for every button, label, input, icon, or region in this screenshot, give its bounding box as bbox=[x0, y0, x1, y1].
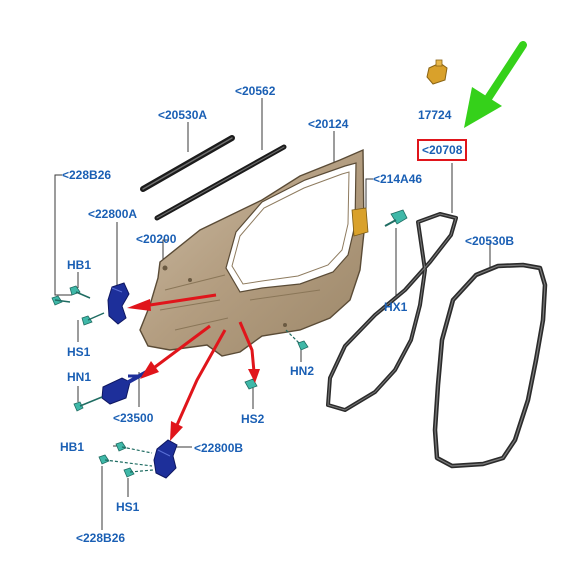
bolt-icon bbox=[51, 285, 105, 326]
label-228b26-bottom[interactable]: <228B26 bbox=[76, 531, 126, 545]
label-20530b[interactable]: <20530B bbox=[465, 234, 515, 248]
weatherstrip-seal-icon bbox=[326, 212, 458, 412]
label-hn2[interactable]: HN2 bbox=[290, 364, 315, 378]
label-22800b[interactable]: <22800B bbox=[194, 441, 244, 455]
label-hx1[interactable]: HX1 bbox=[384, 300, 408, 314]
label-hn1[interactable]: HN1 bbox=[67, 370, 92, 384]
door-shell-icon bbox=[139, 148, 369, 357]
leader-lines bbox=[54, 98, 491, 530]
callout-arrows bbox=[149, 293, 256, 426]
label-hs1-bottom[interactable]: HS1 bbox=[116, 500, 140, 514]
label-17724[interactable]: 17724 bbox=[418, 108, 452, 122]
callout-arrowheads bbox=[127, 299, 260, 441]
pointer-arrow-icon bbox=[464, 41, 527, 128]
clip-icon bbox=[426, 59, 448, 85]
bolt-icon bbox=[384, 209, 408, 227]
label-hs1-top[interactable]: HS1 bbox=[67, 345, 91, 359]
bolt-icon bbox=[244, 378, 258, 390]
label-228b26-top[interactable]: <228B26 bbox=[62, 168, 112, 182]
label-20124[interactable]: <20124 bbox=[308, 117, 349, 131]
label-20530a[interactable]: <20530A bbox=[158, 108, 208, 122]
label-214a46[interactable]: <214A46 bbox=[373, 172, 423, 186]
label-hb1-bottom[interactable]: HB1 bbox=[60, 440, 85, 454]
label-23500[interactable]: <23500 bbox=[113, 411, 154, 425]
bolt-icon bbox=[73, 396, 103, 412]
label-20200[interactable]: <20200 bbox=[136, 232, 177, 246]
label-20562[interactable]: <20562 bbox=[235, 84, 276, 98]
label-hs2[interactable]: HS2 bbox=[241, 412, 265, 426]
label-20708-highlighted[interactable]: <20708 bbox=[417, 139, 468, 161]
label-hb1-top[interactable]: HB1 bbox=[67, 258, 92, 272]
hinge-icon bbox=[153, 439, 178, 479]
belt-molding-icon bbox=[140, 135, 287, 221]
bolt-icon bbox=[98, 441, 154, 478]
label-22800a[interactable]: <22800A bbox=[88, 207, 138, 221]
hinge-icon bbox=[107, 282, 130, 325]
bolt-icon bbox=[285, 329, 309, 351]
body-seal-icon bbox=[432, 262, 548, 469]
